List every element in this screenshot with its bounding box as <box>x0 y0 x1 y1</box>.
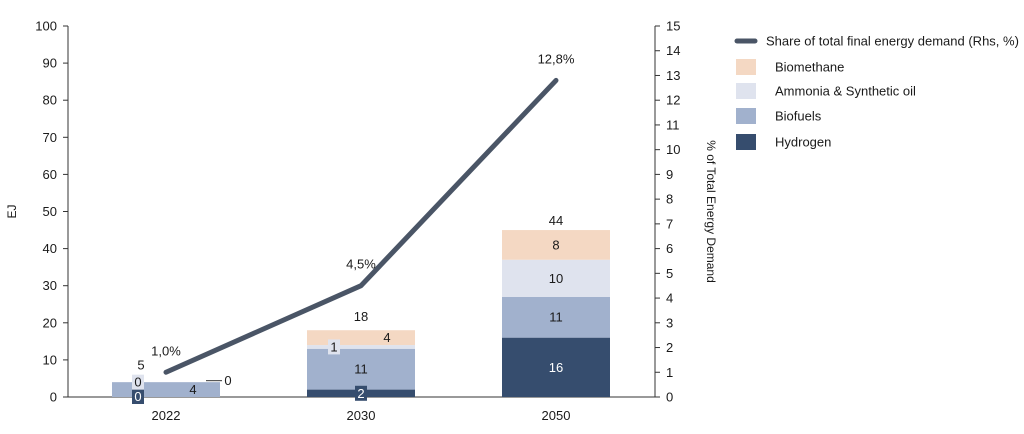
share-line-label-2050: 12,8% <box>538 51 575 66</box>
bar-biofuels-2022 <box>112 382 220 397</box>
y-tick-label: 60 <box>43 167 57 182</box>
bar-biofuels-2050 <box>502 296 610 338</box>
legend-label-biomethane: Biomethane <box>775 60 844 75</box>
legend-label-share-line: Share of total final energy demand (Rhs,… <box>766 34 1019 49</box>
y2-tick-label: 2 <box>666 340 673 355</box>
segment-label-biomethane-2030: 4 <box>383 330 390 345</box>
share-line-label-2030: 4,5% <box>346 257 376 272</box>
y2-tick-label: 4 <box>666 291 673 306</box>
segment-label-ammonia-2022: 0 <box>134 375 141 390</box>
share-line <box>163 77 559 375</box>
segment-label-ammonia-synthetic-oil-2030-box <box>328 339 340 355</box>
share-line-label-2022: 1,0% <box>151 343 181 358</box>
y2-axis-title: % of Total Energy Demand <box>704 140 718 283</box>
segment-label-ammonia-synthetic-oil-2050: 10 <box>549 271 563 286</box>
y2-tick-label: 12 <box>666 93 680 108</box>
segment-label-biofuels-2030: 11 <box>354 362 368 377</box>
legend-label-biofuels: Biofuels <box>775 109 822 124</box>
bar-biomethane-2050 <box>502 230 610 260</box>
y-axis-title: EJ <box>5 204 19 218</box>
legend-swatch-hydrogen <box>736 134 756 150</box>
y-tick-label: 40 <box>43 241 57 256</box>
y2-tick-label: 0 <box>666 390 673 405</box>
segment-label-hydrogen-2022: 0 <box>134 389 141 404</box>
y-tick-label: 30 <box>43 278 57 293</box>
y2-tick-label: 1 <box>666 365 673 380</box>
y-tick-label: 0 <box>50 390 57 405</box>
segment-label-hydrogen-2030: 2 <box>357 386 364 401</box>
y2-tick-label: 11 <box>666 117 680 132</box>
segment-label-hydrogen-2030-box <box>355 385 367 401</box>
segment-label-hydrogen-2022-box <box>132 389 144 404</box>
y-tick-label: 100 <box>35 19 57 34</box>
y2-tick-label: 7 <box>666 216 673 231</box>
x-tick-label: 2022 <box>152 408 181 423</box>
segment-label-hydrogen-2050: 16 <box>549 360 563 375</box>
y-tick-label: 90 <box>43 56 57 71</box>
legend-swatch-ammonia-synthetic-oil <box>736 83 756 99</box>
legend-swatch-biomethane <box>736 59 756 75</box>
legend-swatch-biofuels <box>736 108 756 124</box>
segment-label-biofuels-2022: 4 <box>189 382 196 397</box>
y2-tick-label: 9 <box>666 167 673 182</box>
segment-label-biomethane-2022: 0 <box>224 373 231 388</box>
x-tick-label: 2030 <box>347 408 376 423</box>
y2-tick-label: 14 <box>666 43 680 58</box>
segment-label-ammonia-synthetic-oil-2030: 1 <box>330 339 337 354</box>
y2-tick-label: 10 <box>666 142 680 157</box>
segment-label-ammonia-2022-box <box>132 374 144 390</box>
y-tick-label: 20 <box>43 315 57 330</box>
y2-tick-label: 15 <box>666 19 680 34</box>
y2-tick-label: 5 <box>666 266 673 281</box>
bar-ammonia-synthetic-oil-2030 <box>307 345 415 349</box>
y2-tick-label: 6 <box>666 241 673 256</box>
total-label-2022: 5 <box>137 357 144 372</box>
y2-tick-label: 8 <box>666 192 673 207</box>
x-tick-label: 2050 <box>542 408 571 423</box>
y-tick-label: 70 <box>43 130 57 145</box>
y-tick-label: 80 <box>43 93 57 108</box>
y-tick-label: 10 <box>43 352 57 367</box>
bar-hydrogen-2050 <box>502 337 610 397</box>
total-label-2030: 18 <box>354 309 368 324</box>
legend-label-ammonia-synthetic-oil: Ammonia & Synthetic oil <box>775 84 916 99</box>
bar-biomethane-2030 <box>307 330 415 346</box>
segment-label-biofuels-2050: 11 <box>549 310 563 325</box>
legend-label-hydrogen: Hydrogen <box>775 135 831 150</box>
total-label-2050: 44 <box>549 213 563 228</box>
y2-tick-label: 13 <box>666 68 680 83</box>
bar-ammonia-synthetic-oil-2050 <box>502 259 610 297</box>
segment-label-biomethane-2050: 8 <box>552 237 559 252</box>
bar-biofuels-2030 <box>307 348 415 390</box>
y2-tick-label: 3 <box>666 315 673 330</box>
y-tick-label: 50 <box>43 204 57 219</box>
